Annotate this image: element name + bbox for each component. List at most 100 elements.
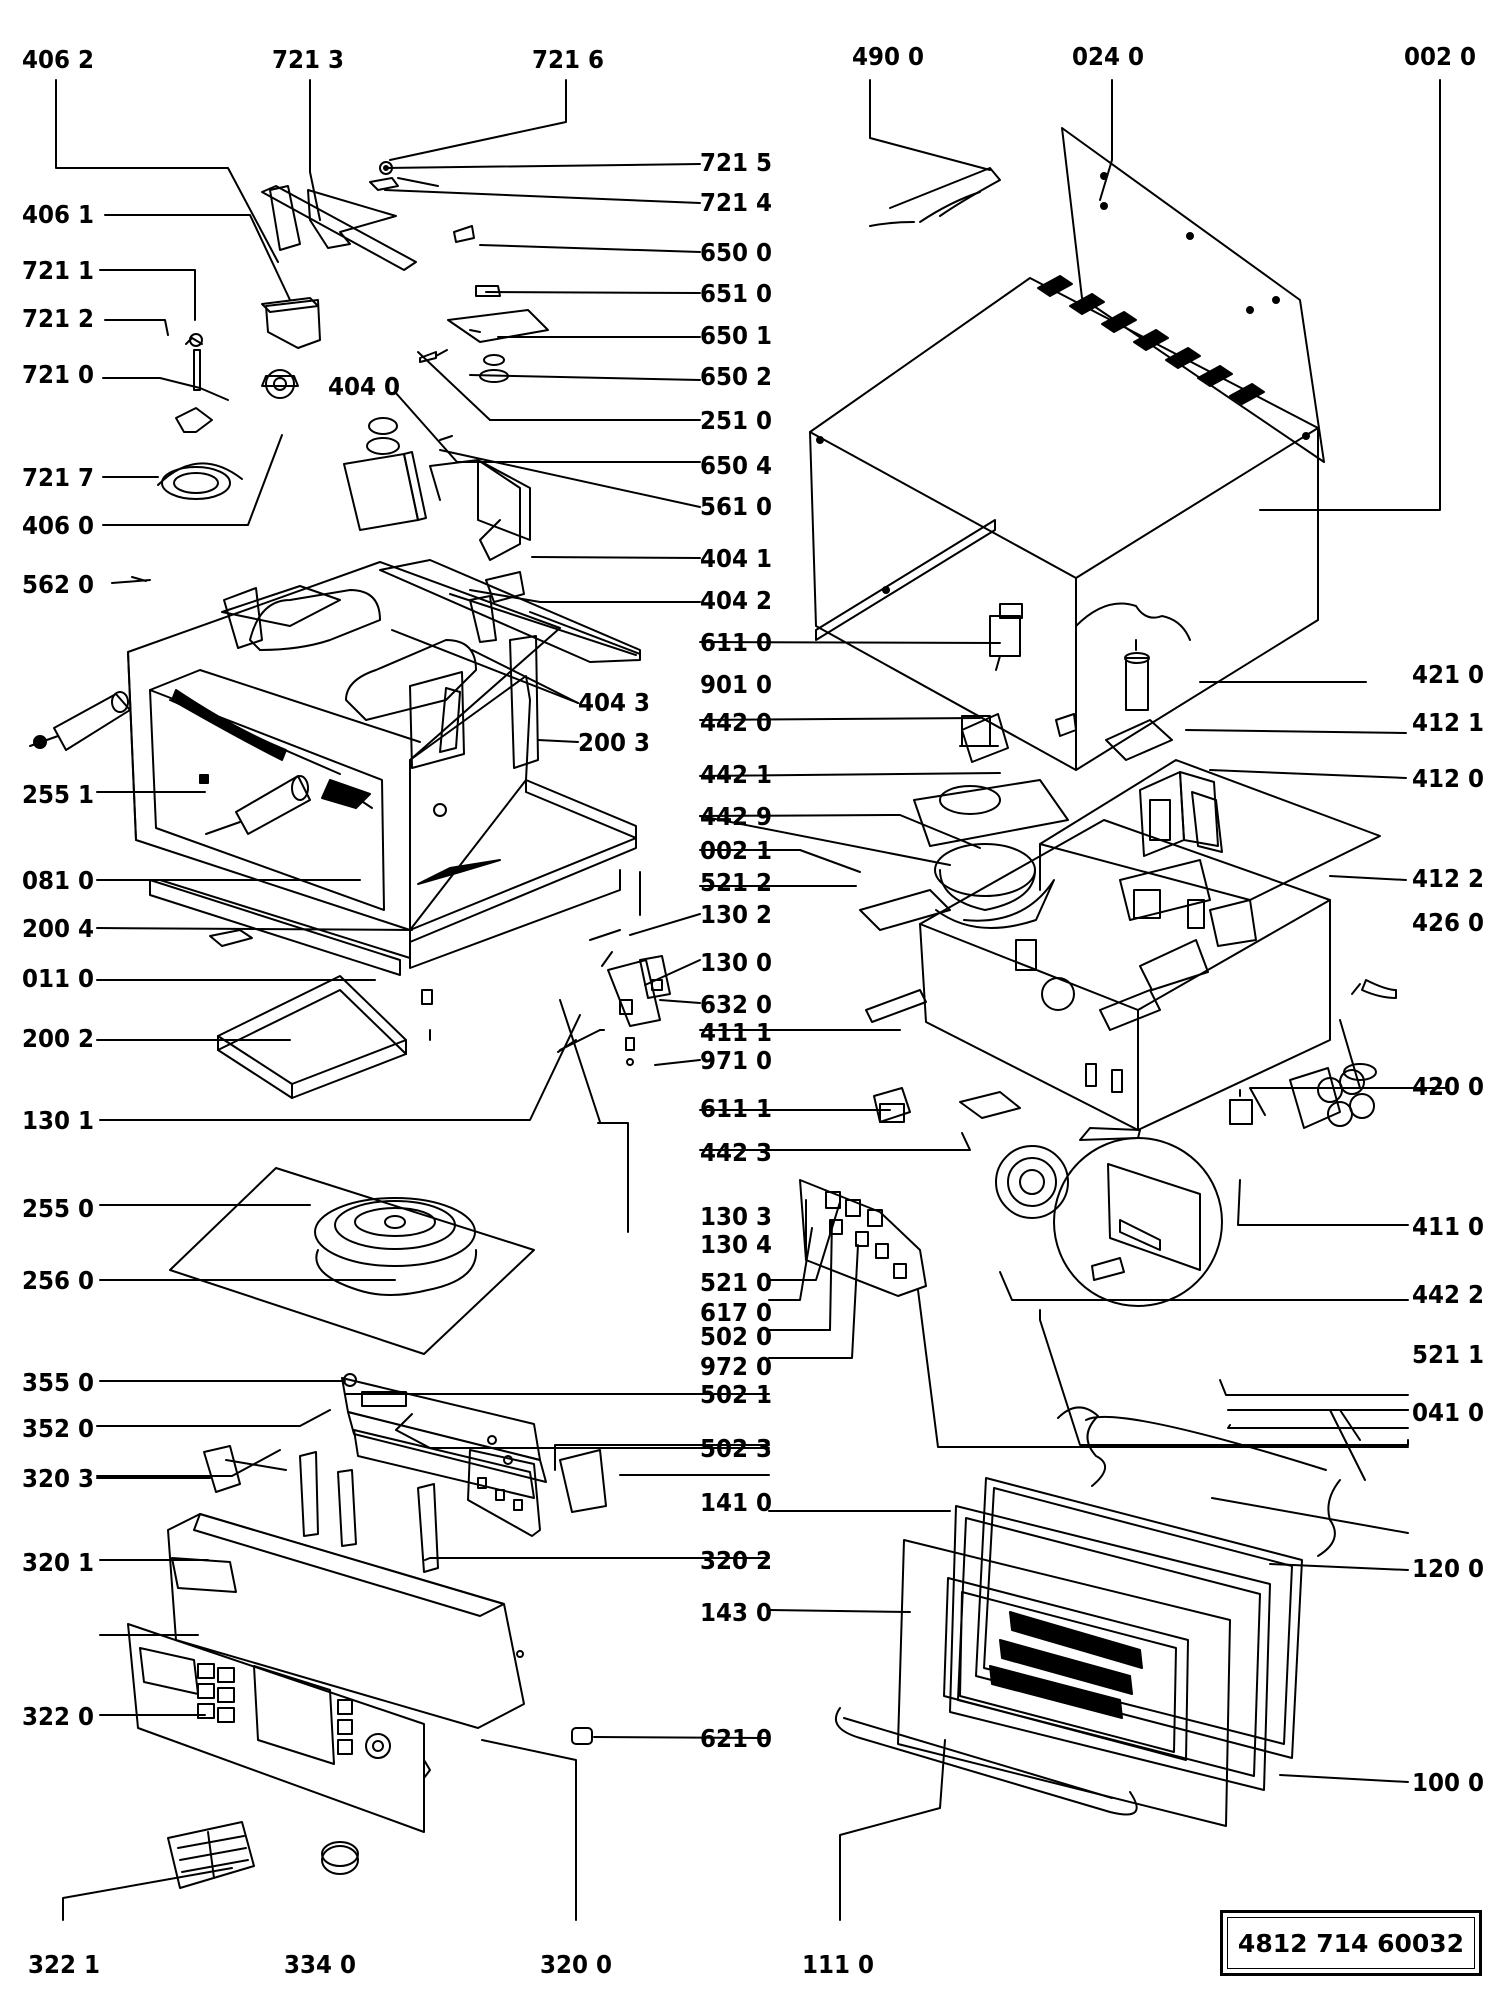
base-plate [217,975,407,1099]
label-322-0: 322 0 [22,1702,95,1731]
label-521-2: 521 2 [700,868,773,897]
label-334-0: 334 0 [284,1950,357,1979]
label-650-4: 650 4 [700,451,773,480]
stirrer-parts [131,161,417,582]
label-352-0: 352 0 [22,1414,95,1443]
label-442-0: 442 0 [700,708,773,737]
label-024-0: 024 0 [1072,42,1145,71]
label-721-6: 721 6 [532,45,605,74]
label-721-1: 721 1 [22,256,95,285]
label-412-1: 412 1 [1412,708,1485,737]
label-002-0: 002 0 [1404,42,1477,71]
label-320-2: 320 2 [700,1546,773,1575]
power-cord [869,167,1001,227]
label-611-1: 611 1 [700,1094,773,1123]
label-721-7: 721 7 [22,463,95,492]
label-130-2: 130 2 [700,900,773,929]
label-111-0: 111 0 [802,1950,875,1979]
label-255-1: 255 1 [22,780,95,809]
control-board [799,1179,927,1297]
label-406-2: 406 2 [22,45,95,74]
label-320-0: 320 0 [540,1950,613,1979]
sensor-426 [1351,979,1397,999]
label-081-0: 081 0 [22,866,95,895]
label-721-3: 721 3 [272,45,345,74]
label-442-1: 442 1 [700,760,773,789]
label-404-1: 404 1 [700,544,773,573]
label-521-1: 521 1 [1412,1340,1485,1369]
label-355-0: 355 0 [22,1368,95,1397]
outer-casing [809,127,1325,771]
label-200-4: 200 4 [22,914,95,943]
label-002-1: 002 1 [700,836,773,865]
relay-611 [989,603,1023,671]
document-number-box: 4812 714 60032 [1220,1910,1482,1976]
label-972-0: 972 0 [700,1352,773,1381]
label-521-0: 521 0 [700,1268,773,1297]
thermal-cutout [959,715,999,747]
label-442-3: 442 3 [700,1138,773,1167]
fuse-411 [1229,1089,1253,1125]
part-901 [1055,713,1077,737]
label-721-4: 721 4 [700,188,773,217]
vent-grille [1037,275,1265,405]
label-130-0: 130 0 [700,948,773,977]
label-406-0: 406 0 [22,511,95,540]
label-404-3: 404 3 [578,688,651,717]
label-406-1: 406 1 [22,200,95,229]
label-412-2: 412 2 [1412,864,1485,893]
label-971-0: 971 0 [700,1046,773,1075]
label-650-0: 650 0 [700,238,773,267]
label-650-1: 650 1 [700,321,773,350]
label-502-3: 502 3 [700,1434,773,1463]
detail-inset [1053,1137,1223,1307]
label-041-0: 041 0 [1412,1398,1485,1427]
label-130-4: 130 4 [700,1230,773,1259]
label-421-0: 421 0 [1412,660,1485,689]
label-130-3: 130 3 [700,1202,773,1231]
label-502-1: 502 1 [700,1380,773,1409]
fan-motor [859,713,1069,1219]
label-721-5: 721 5 [700,148,773,177]
label-255-0: 255 0 [22,1194,95,1223]
oven-cavity [127,561,641,1041]
magnetron-waveguide [343,177,641,663]
label-621-0: 621 0 [700,1724,773,1753]
label-412-0: 412 0 [1412,764,1485,793]
capacitor-cluster [1289,1063,1377,1129]
label-130-1: 130 1 [22,1106,95,1135]
label-426-0: 426 0 [1412,908,1485,937]
label-141-0: 141 0 [700,1488,773,1517]
label-143-0: 143 0 [700,1598,773,1627]
label-442-9: 442 9 [700,802,773,831]
electrical-chassis [865,759,1381,1141]
relay-611-1 [873,1087,911,1123]
label-561-0: 561 0 [700,492,773,521]
document-number: 4812 714 60032 [1227,1917,1475,1969]
label-490-0: 490 0 [852,42,925,71]
label-200-2: 200 2 [22,1024,95,1053]
transformer-block [1105,719,1223,857]
label-404-0: 404 0 [328,372,401,401]
label-411-1: 411 1 [700,1018,773,1047]
label-721-0: 721 0 [22,360,95,389]
label-632-0: 632 0 [700,990,773,1019]
label-011-0: 011 0 [22,964,95,993]
label-502-0: 502 0 [700,1322,773,1351]
door-interlock [557,929,671,1123]
roller-shafts [29,691,311,947]
label-404-2: 404 2 [700,586,773,615]
label-320-1: 320 1 [22,1548,95,1577]
label-562-0: 562 0 [22,570,95,599]
label-320-3: 320 3 [22,1464,95,1493]
label-251-0: 251 0 [700,406,773,435]
control-panel-parts [127,1373,607,1889]
label-721-2: 721 2 [22,304,95,333]
label-322-1: 322 1 [28,1950,101,1979]
label-200-3: 200 3 [578,728,651,757]
hv-capacitor [1124,639,1150,711]
label-420-0: 420 0 [1412,1072,1485,1101]
label-256-0: 256 0 [22,1266,95,1295]
